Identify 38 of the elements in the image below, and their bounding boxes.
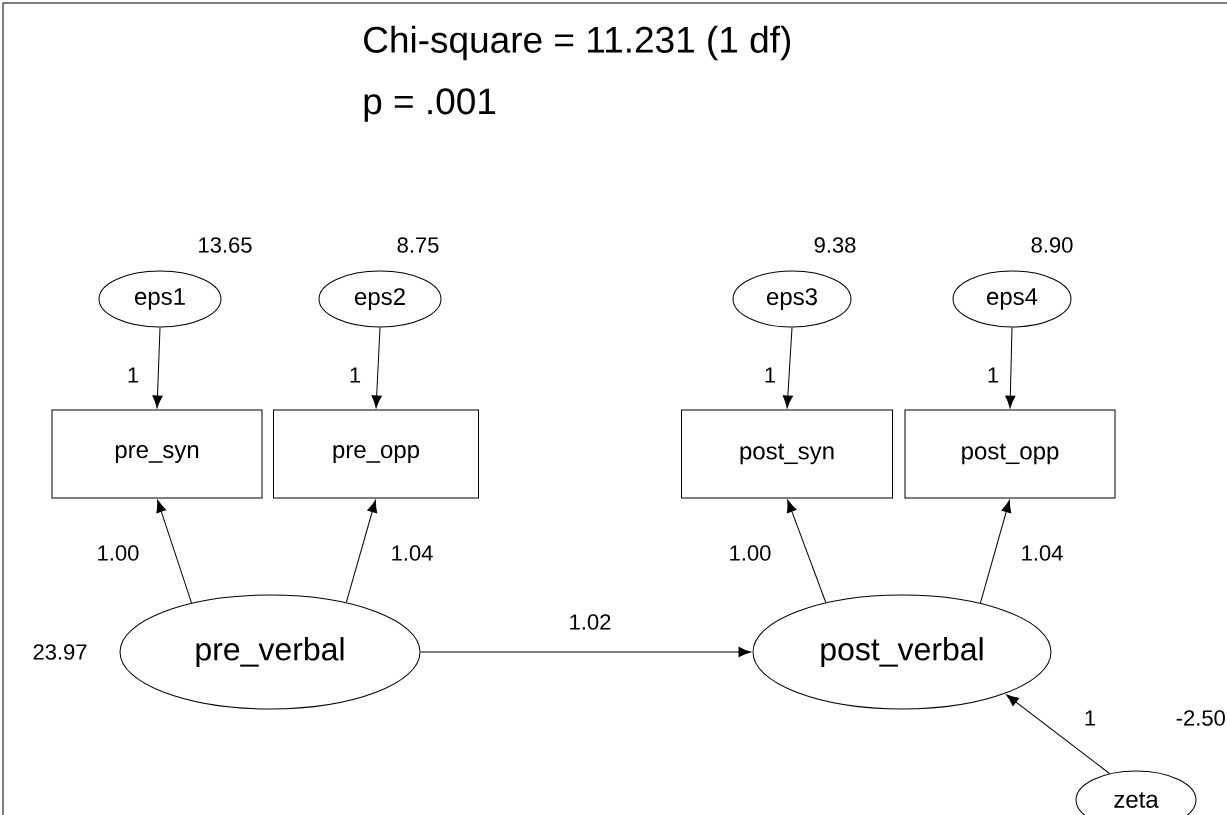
title: Chi-square = 11.231 (1 df) [364,25,791,61]
edge-label: 1 [1085,710,1096,726]
value-label: 13.65 [199,237,252,253]
ellipse-node: eps4 [952,270,1072,328]
box-node: pre_opp [273,409,479,499]
box-node: post_syn [681,409,893,499]
value-label: 8.75 [397,237,439,253]
ellipse-node: eps1 [98,270,222,328]
edge-label: 1.04 [1022,545,1063,561]
ellipse-node: pre_verbal [119,594,421,710]
ellipse-node: eps2 [318,270,442,328]
arrow [156,499,192,604]
arrow [782,327,793,409]
edge-label: 1.00 [730,545,771,561]
arrow [979,499,1012,604]
box-node: post_opp [904,409,1116,499]
value-label: 8.90 [1031,237,1073,253]
ellipse-node: post_verbal [752,594,1052,710]
arrow [371,327,382,409]
box-node: pre_syn [51,409,263,499]
edge-label: 1.04 [392,545,433,561]
edge-label: 1 [988,367,999,383]
arrow [420,646,752,658]
value-label: 9.38 [814,237,856,253]
arrow [786,499,827,604]
arrow [1006,694,1110,774]
edge-label: 1 [128,367,139,383]
ellipse-node: eps3 [732,270,852,328]
arrow [1005,327,1016,409]
edge-label: 1 [765,367,776,383]
edge-label: 1.02 [570,614,611,630]
value-label: 23.97 [33,644,87,660]
arrow [152,327,163,409]
arrow [345,499,378,603]
edge-label: 1.00 [98,545,139,561]
p-value-text: p = .001 [364,88,496,122]
value-label: -2.50 [1176,710,1225,726]
edge-label: 1 [350,367,361,383]
